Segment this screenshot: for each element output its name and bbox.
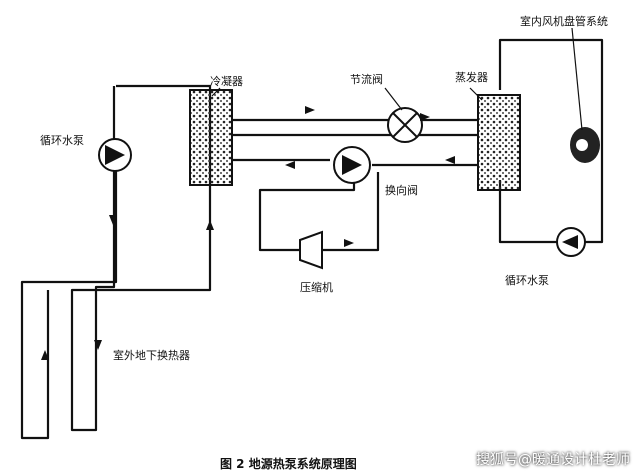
compressor-label: 压缩机 [300,281,333,294]
compressor [299,230,323,270]
ground-loop-outer [20,145,118,440]
outdoor-heat-exchanger-label: 室外地下换热器 [113,349,190,362]
throttle-valve-label: 节流阀 [350,73,383,86]
condenser-unit [189,89,233,186]
fan-coil-system-label: 室内风机盘管系统 [520,15,608,28]
left-pump-label: 循环水泵 [40,134,84,147]
watermark: 搜狐号@暖通设计杜老师 [476,452,630,468]
condenser-label: 冷凝器 [210,75,243,88]
throttle-valve [387,107,423,143]
evaporator-label: 蒸发器 [455,71,488,84]
compressor-out [322,172,380,252]
fan-coil-unit [570,127,600,163]
right-circulating-pump [556,227,586,257]
left-circulating-pump [98,138,132,172]
compressor-loop [258,180,356,252]
reversing-valve [333,146,371,184]
reversing-valve-label: 换向阀 [385,184,418,197]
evaporator-return-pipe [498,180,558,244]
right-pump-label: 循环水泵 [505,274,549,287]
fan-coil-pipe [498,38,604,244]
figure-caption: 图 2 地源热泵系统原理图 [220,457,357,471]
evaporator-unit [477,94,521,191]
